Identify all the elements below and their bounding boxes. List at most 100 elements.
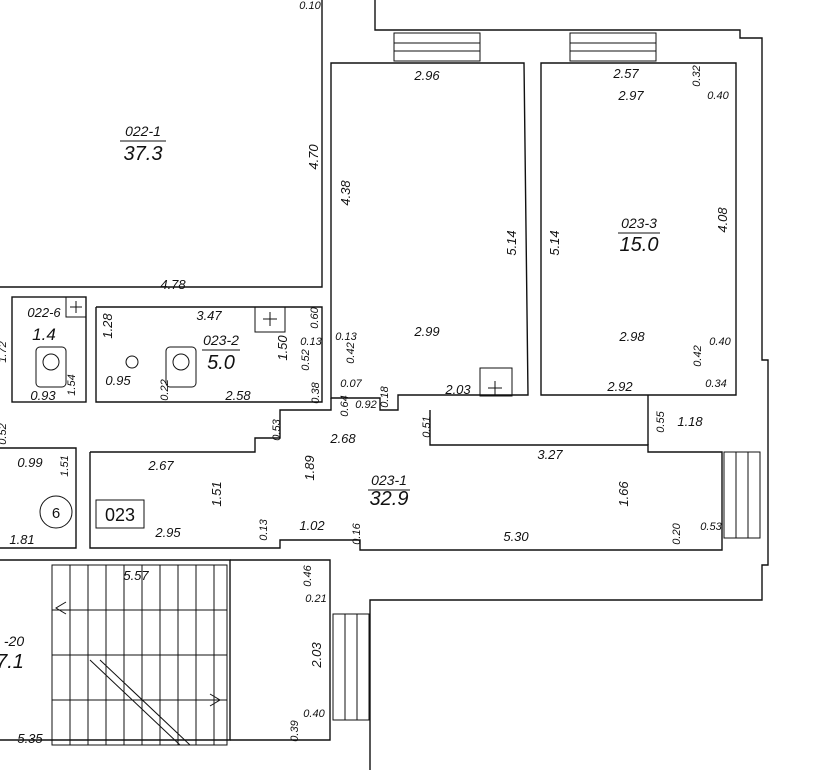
dimension-label: 0.22	[159, 379, 171, 400]
dimension-label: 2.58	[224, 388, 251, 403]
dimension-label: 0.40	[709, 336, 731, 348]
dimension-label: 5.14	[504, 230, 519, 255]
dimension-label: 0.34	[705, 378, 726, 390]
dimension-label: 1.72	[0, 341, 9, 362]
dimension-label: 0.13	[335, 331, 357, 343]
riser-icon	[479, 367, 513, 397]
dimension-label: 0.95	[105, 373, 131, 388]
dimension-label: 1.51	[59, 455, 71, 476]
dimension-label: 0.60	[309, 306, 321, 328]
dimension-label: 2.03	[309, 642, 324, 669]
room-area: 1.4	[32, 325, 56, 344]
dimension-label: 5.30	[503, 529, 529, 544]
dimension-label: 1.51	[209, 481, 224, 506]
dimension-label: 4.08	[715, 207, 730, 233]
window-top-right	[569, 32, 657, 62]
dimension-label: 4.38	[338, 180, 353, 206]
dimension-label: 0.52	[300, 349, 312, 370]
dimension-label: 1.50	[275, 335, 290, 361]
dimension-label: 1.81	[9, 532, 34, 547]
dimension-label: 2.68	[329, 431, 356, 446]
dimension-label: 2.92	[606, 379, 633, 394]
dimension-label: 1.54	[66, 374, 78, 395]
riser-icon	[65, 296, 87, 318]
room-id: 022-1	[125, 123, 161, 139]
dimension-label: 1.66	[616, 481, 631, 507]
room-area: 37.3	[124, 143, 163, 165]
dimension-label: 2.57	[612, 66, 639, 81]
dimension-label: 0.07	[340, 378, 362, 390]
room-id: -20	[4, 633, 24, 649]
dimension-label: 0.93	[30, 388, 56, 403]
dimension-label: 1.89	[302, 455, 317, 480]
dimension-label: 0.42	[692, 345, 704, 366]
dimension-label: 2.96	[413, 68, 440, 83]
room-outline-023-2	[95, 306, 323, 403]
entrance-number: 6	[52, 505, 60, 522]
dimension-label: 0.38	[310, 381, 322, 403]
dimension-label: 3.47	[196, 308, 222, 323]
dimension-label: 5.14	[547, 230, 562, 255]
dimension-label: 0.42	[345, 342, 357, 363]
room-area: 5.0	[207, 352, 235, 374]
outer-building-wall	[0, 0, 769, 770]
dimension-label: 0.13	[258, 518, 270, 540]
room-area: 15.0	[620, 234, 659, 256]
window-south	[332, 613, 370, 721]
room-id: 023-2	[203, 332, 239, 348]
apartment-label-box	[95, 499, 145, 529]
room-outline-center	[330, 62, 529, 411]
riser-icon	[254, 306, 286, 333]
dimension-label: 0.40	[707, 90, 729, 102]
window-top-left	[393, 32, 481, 62]
room-area: 7.1	[0, 651, 24, 673]
dimension-label: 0.64	[339, 395, 351, 416]
dimension-label: 0.99	[17, 455, 42, 470]
dimension-label: 0.39	[289, 720, 301, 741]
dimension-label: 3.27	[537, 447, 563, 462]
dimension-label: 2.99	[413, 324, 439, 339]
room-id: 023-1	[371, 472, 407, 488]
staircase	[51, 564, 228, 746]
dimension-label: 0.21	[305, 593, 326, 605]
room-outline-023-1	[89, 410, 723, 551]
dimension-label: 2.97	[617, 88, 644, 103]
room-id: 023-3	[621, 215, 657, 231]
window-east	[723, 451, 761, 539]
dimension-label: 2.03	[444, 382, 471, 397]
dimension-label: 0.13	[300, 336, 322, 348]
dimension-label: 5.57	[123, 568, 149, 583]
dimension-label: 4.78	[160, 277, 186, 292]
dimension-label: 4.70	[306, 144, 321, 170]
room-area: 32.9	[370, 488, 409, 510]
room-id: 022-6	[27, 305, 61, 320]
apartment-label: 023	[105, 505, 135, 525]
dimension-label: 2.95	[154, 525, 181, 540]
dimension-label: 2.67	[147, 458, 174, 473]
dimension-label: 0.55	[655, 410, 667, 432]
dimension-label: 0.40	[303, 708, 325, 720]
dimension-label: 5.35	[17, 731, 43, 746]
dimension-label: 1.28	[100, 313, 115, 339]
dimension-label: 2.98	[618, 329, 645, 344]
dimension-label: 0.20	[671, 522, 683, 544]
dimension-label: 1.02	[299, 518, 325, 533]
dimension-label: 0.46	[302, 564, 314, 586]
toilet-icon	[165, 346, 197, 388]
toilet-icon	[35, 346, 67, 388]
dimension-label: 0.52	[0, 423, 9, 444]
dimension-label: 0.10	[299, 0, 321, 12]
sink-icon	[125, 355, 139, 369]
dimension-label: 0.53	[271, 418, 283, 440]
dimension-label: 0.32	[691, 65, 703, 86]
room-outline-022-6	[11, 296, 87, 403]
dimension-label: 0.92	[355, 399, 376, 411]
dimension-label: 0.51	[421, 416, 433, 437]
dimension-label: 0.18	[379, 385, 391, 407]
dimension-label: 0.53	[700, 521, 722, 533]
entrance-marker	[39, 495, 73, 529]
dimension-label: 1.18	[677, 414, 703, 429]
dimension-label: 0.16	[351, 522, 363, 544]
room-outline-023-3	[540, 62, 737, 396]
